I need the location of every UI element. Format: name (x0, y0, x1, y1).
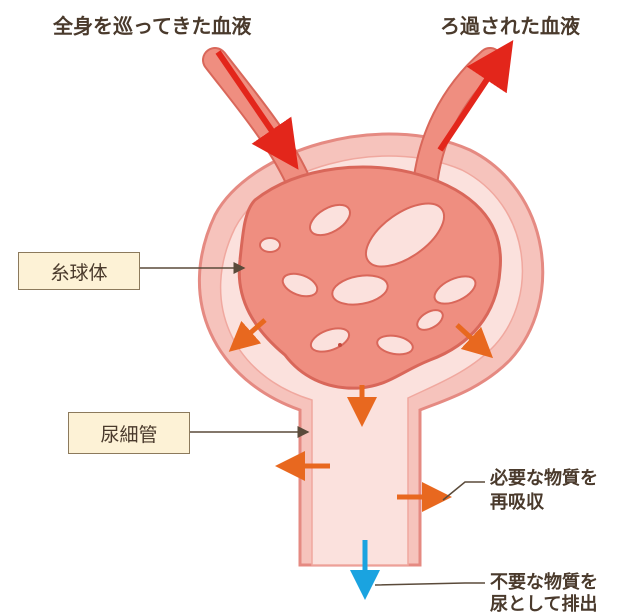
blood-out-label: ろ過された血液 (440, 10, 580, 39)
excrete-label-line2: 尿として排出 (490, 590, 597, 616)
glomerulus-label: 糸球体 (18, 252, 140, 290)
reabsorb-label-line1: 必要な物質を (490, 464, 598, 490)
tubule-label: 尿細管 (68, 412, 190, 454)
incoming-blood-arrow (218, 52, 285, 150)
blood-in-label: 全身を巡ってきた血液 (53, 10, 251, 39)
reabsorb-label-line2: 再吸収 (490, 488, 544, 514)
